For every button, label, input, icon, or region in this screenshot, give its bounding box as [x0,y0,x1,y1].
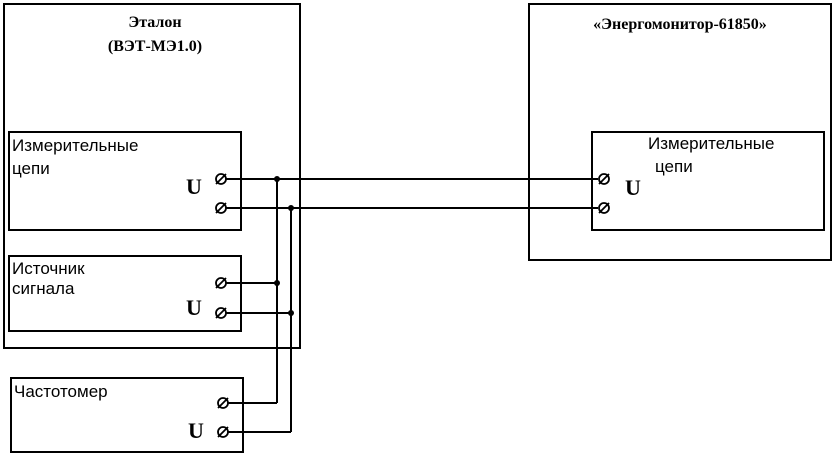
signal-source-u-label: U [186,295,202,320]
etalon-measuring-u-label: U [186,174,202,199]
frequency-meter-u-label: U [188,418,204,443]
junction-dot [288,205,294,211]
energomonitor-measuring-u-label: U [625,175,641,200]
etalon-measuring-circuits-block [8,131,242,231]
junction-dot [274,280,280,286]
terminal-icon [598,202,610,214]
energomonitor-measuring-circuits-block [591,131,825,231]
junction-dot [274,176,280,182]
junction-dot [288,310,294,316]
terminal-icon [215,307,227,319]
signal-source-label-line2: сигнала [12,279,75,298]
etalon-title: Эталон [128,14,182,31]
terminal-icon [215,202,227,214]
signal-source-block [8,255,242,332]
frequency-meter-label: Частотомер [14,382,108,401]
etalon-measuring-circuits-label-line1: Измерительные [12,136,139,155]
etalon-model: (ВЭТ-МЭ1.0) [107,38,203,55]
energomonitor-title: «Энергомонитор-61850» [593,16,767,33]
energomonitor-measuring-circuits-label-line1: Измерительные [648,134,775,153]
terminal-icon [215,277,227,289]
terminal-icon [217,397,229,409]
energomonitor-measuring-circuits-label-line2: цепи [655,157,693,176]
energomonitor-block [528,3,832,261]
etalon-block [3,3,301,349]
terminal-icon [217,426,229,438]
etalon-measuring-circuits-label-line2: цепи [12,159,50,178]
terminal-icon [598,173,610,185]
frequency-meter-block [10,377,244,453]
signal-source-label-line1: Источник [12,259,85,278]
terminal-icon [215,173,227,185]
